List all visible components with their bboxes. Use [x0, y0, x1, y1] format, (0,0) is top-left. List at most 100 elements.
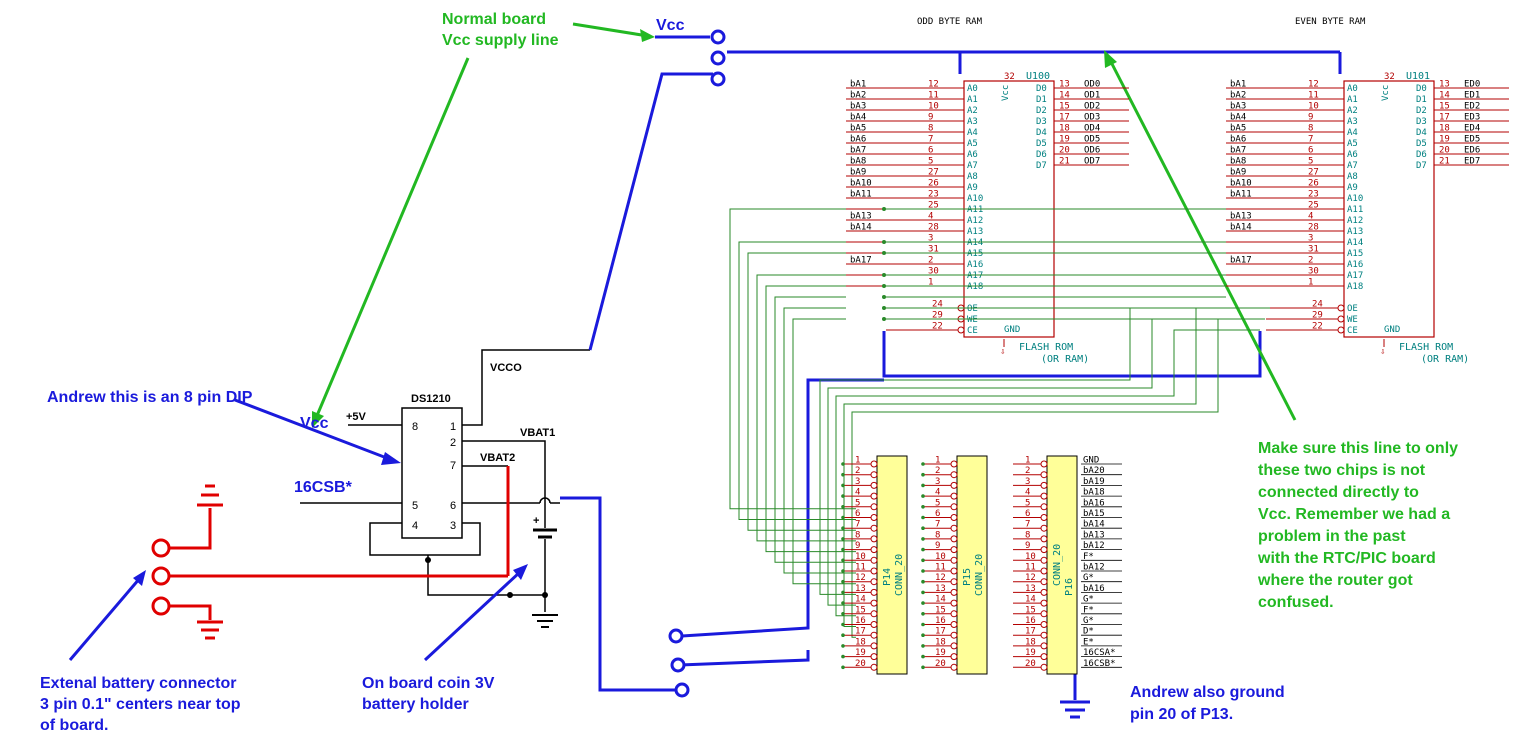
- u100-gnd-name: GND: [1004, 325, 1020, 335]
- u100-right-net: OD0: [1084, 80, 1100, 90]
- u100-left-pin-num: 28: [928, 223, 939, 233]
- u100-right-net: OD5: [1084, 135, 1100, 145]
- p15-ref: P15: [962, 568, 973, 586]
- ds1210-section: DS1210 8 1 2 7 5 6 4 3 +5V VCCO VBAT1 VB…: [300, 349, 590, 628]
- u101-left-pin-name: A11: [1347, 205, 1363, 215]
- u100-left-pin-name: A12: [967, 216, 983, 226]
- p16-pin-bubble: [1040, 588, 1048, 596]
- u100-left-pin-name: A15: [967, 249, 983, 259]
- p16-pin-num: 9: [1025, 541, 1030, 551]
- p16-net-label: F*: [1083, 552, 1094, 562]
- p14-pin-bubble: [870, 631, 878, 639]
- u100-left-pin-name: A0: [967, 84, 978, 94]
- u101-left-pin-num: 8: [1308, 124, 1313, 134]
- u101-gnd-icon: ⇩: [1380, 347, 1385, 357]
- p15-pin-num: 17: [935, 627, 946, 637]
- ds1210-pin-4: 4: [412, 520, 418, 532]
- p15-pin-num: 13: [935, 584, 946, 594]
- u100-right-net: OD4: [1084, 124, 1100, 134]
- p16-net-label: G*: [1083, 616, 1094, 626]
- ds1210-label: DS1210: [411, 393, 451, 405]
- green-signal-wires: [729, 207, 1270, 638]
- p14-pin-bubble: [870, 567, 878, 575]
- u100-left-net: bA7: [850, 146, 866, 156]
- ctrl-wire-3: [843, 307, 1255, 627]
- p14-pin-num: 13: [855, 584, 866, 594]
- p16-pin-bubble: [1040, 567, 1048, 575]
- u101-ref: U101: [1406, 71, 1430, 82]
- p16-pin-num: 8: [1025, 530, 1030, 540]
- blue-arrows: [68, 398, 528, 662]
- p15-pin-num: 12: [935, 573, 946, 583]
- u101-right-pin-num: 15: [1439, 102, 1450, 112]
- router-note-line2: these two chips is not: [1258, 462, 1426, 479]
- p14-type: CONN_20: [894, 554, 905, 596]
- p15-pin-bubble: [950, 588, 958, 596]
- u100-ctrl-bubble: [957, 326, 965, 334]
- u100-vcc-name: Vcc: [1001, 85, 1011, 101]
- u100-right-net: OD3: [1084, 113, 1100, 123]
- signal-junction-5: [882, 295, 886, 299]
- p14-pin-bubble: [870, 599, 878, 607]
- p14-pin-bubble: [870, 610, 878, 618]
- u100-ctrl-pin-name: OE: [967, 304, 978, 314]
- u101-left-pin-num: 5: [1308, 157, 1313, 167]
- u100-vcc-pin: 32: [1004, 72, 1015, 82]
- signal-junction-7: [882, 317, 886, 321]
- ext-battery-note-line2: 3 pin 0.1" centers near top: [40, 696, 241, 713]
- p14-pin-junction: [841, 462, 845, 466]
- p15-pin-junction: [921, 483, 925, 488]
- p15-pin-bubble: [950, 524, 958, 532]
- u100-left-net: bA2: [850, 91, 866, 101]
- ds1210-pin-7: 7: [450, 460, 456, 472]
- p15-pin-num: 4: [935, 488, 940, 498]
- p16-pin-bubble: [1040, 471, 1048, 479]
- p16-net-label: bA16: [1083, 498, 1105, 508]
- u100-right-pin-num: 13: [1059, 80, 1070, 90]
- u100-left-pin-num: 8: [928, 124, 933, 134]
- p15-pin-num: 20: [935, 659, 946, 669]
- p14-pin-junction: [841, 547, 845, 552]
- u101-body: [1343, 80, 1435, 338]
- ds1210-pin-5: 5: [412, 500, 418, 512]
- p15-pin-bubble: [950, 471, 958, 479]
- u101-left-pin-name: A17: [1347, 271, 1363, 281]
- u100-left-pin-name: A18: [967, 282, 983, 292]
- signal-wire-3: [756, 274, 856, 542]
- vcco-label: VCCO: [490, 362, 522, 374]
- u101-right-net: ED5: [1464, 135, 1480, 145]
- p16-pin-num: 3: [1025, 477, 1030, 487]
- u100-right-pin-name: D2: [1036, 106, 1047, 116]
- ds1210-pin-1: 1: [450, 421, 456, 433]
- u101-left-pin-num: 3: [1308, 234, 1313, 244]
- p16-pin-bubble: [1040, 610, 1048, 618]
- p15-pin-bubble: [950, 556, 958, 564]
- p15-pin-bubble: [950, 567, 958, 575]
- p15-pin-num: 9: [935, 541, 940, 551]
- u101-right-net: ED0: [1464, 80, 1480, 90]
- p15-pin-junction: [921, 505, 925, 509]
- p15-pin-junction: [921, 665, 925, 670]
- u101-left-pin-name: A13: [1347, 227, 1363, 237]
- csb-left-label: 16CSB*: [294, 479, 353, 496]
- p16-pin-num: 10: [1025, 552, 1036, 562]
- p16-net-label: 16CSB*: [1083, 659, 1116, 669]
- u101-left-pin-num: 25: [1308, 201, 1319, 211]
- u100-left-pin-name: A3: [967, 117, 978, 127]
- svg-text:+: +: [533, 515, 539, 527]
- coin-battery-note-line1: On board coin 3V: [362, 675, 495, 692]
- signal-junction-2: [882, 251, 886, 255]
- p14-pin-junction: [841, 494, 845, 498]
- router-note-line3: connected directly to: [1258, 484, 1419, 501]
- p15-pin-junction: [921, 472, 925, 477]
- u101-right-net: ED2: [1464, 102, 1480, 112]
- p16-pin-bubble: [1040, 642, 1048, 650]
- p16-ref: CONN_20: [1052, 544, 1063, 586]
- p16-pin-num: 1: [1025, 456, 1030, 466]
- p14-pin-bubble: [870, 514, 878, 521]
- p14-pin-bubble: [870, 642, 878, 650]
- p16-pin-num: 6: [1025, 509, 1030, 519]
- blue-wires: [560, 35, 1342, 692]
- p15-pin-bubble: [950, 578, 958, 586]
- u101-left-net: bA2: [1230, 91, 1246, 101]
